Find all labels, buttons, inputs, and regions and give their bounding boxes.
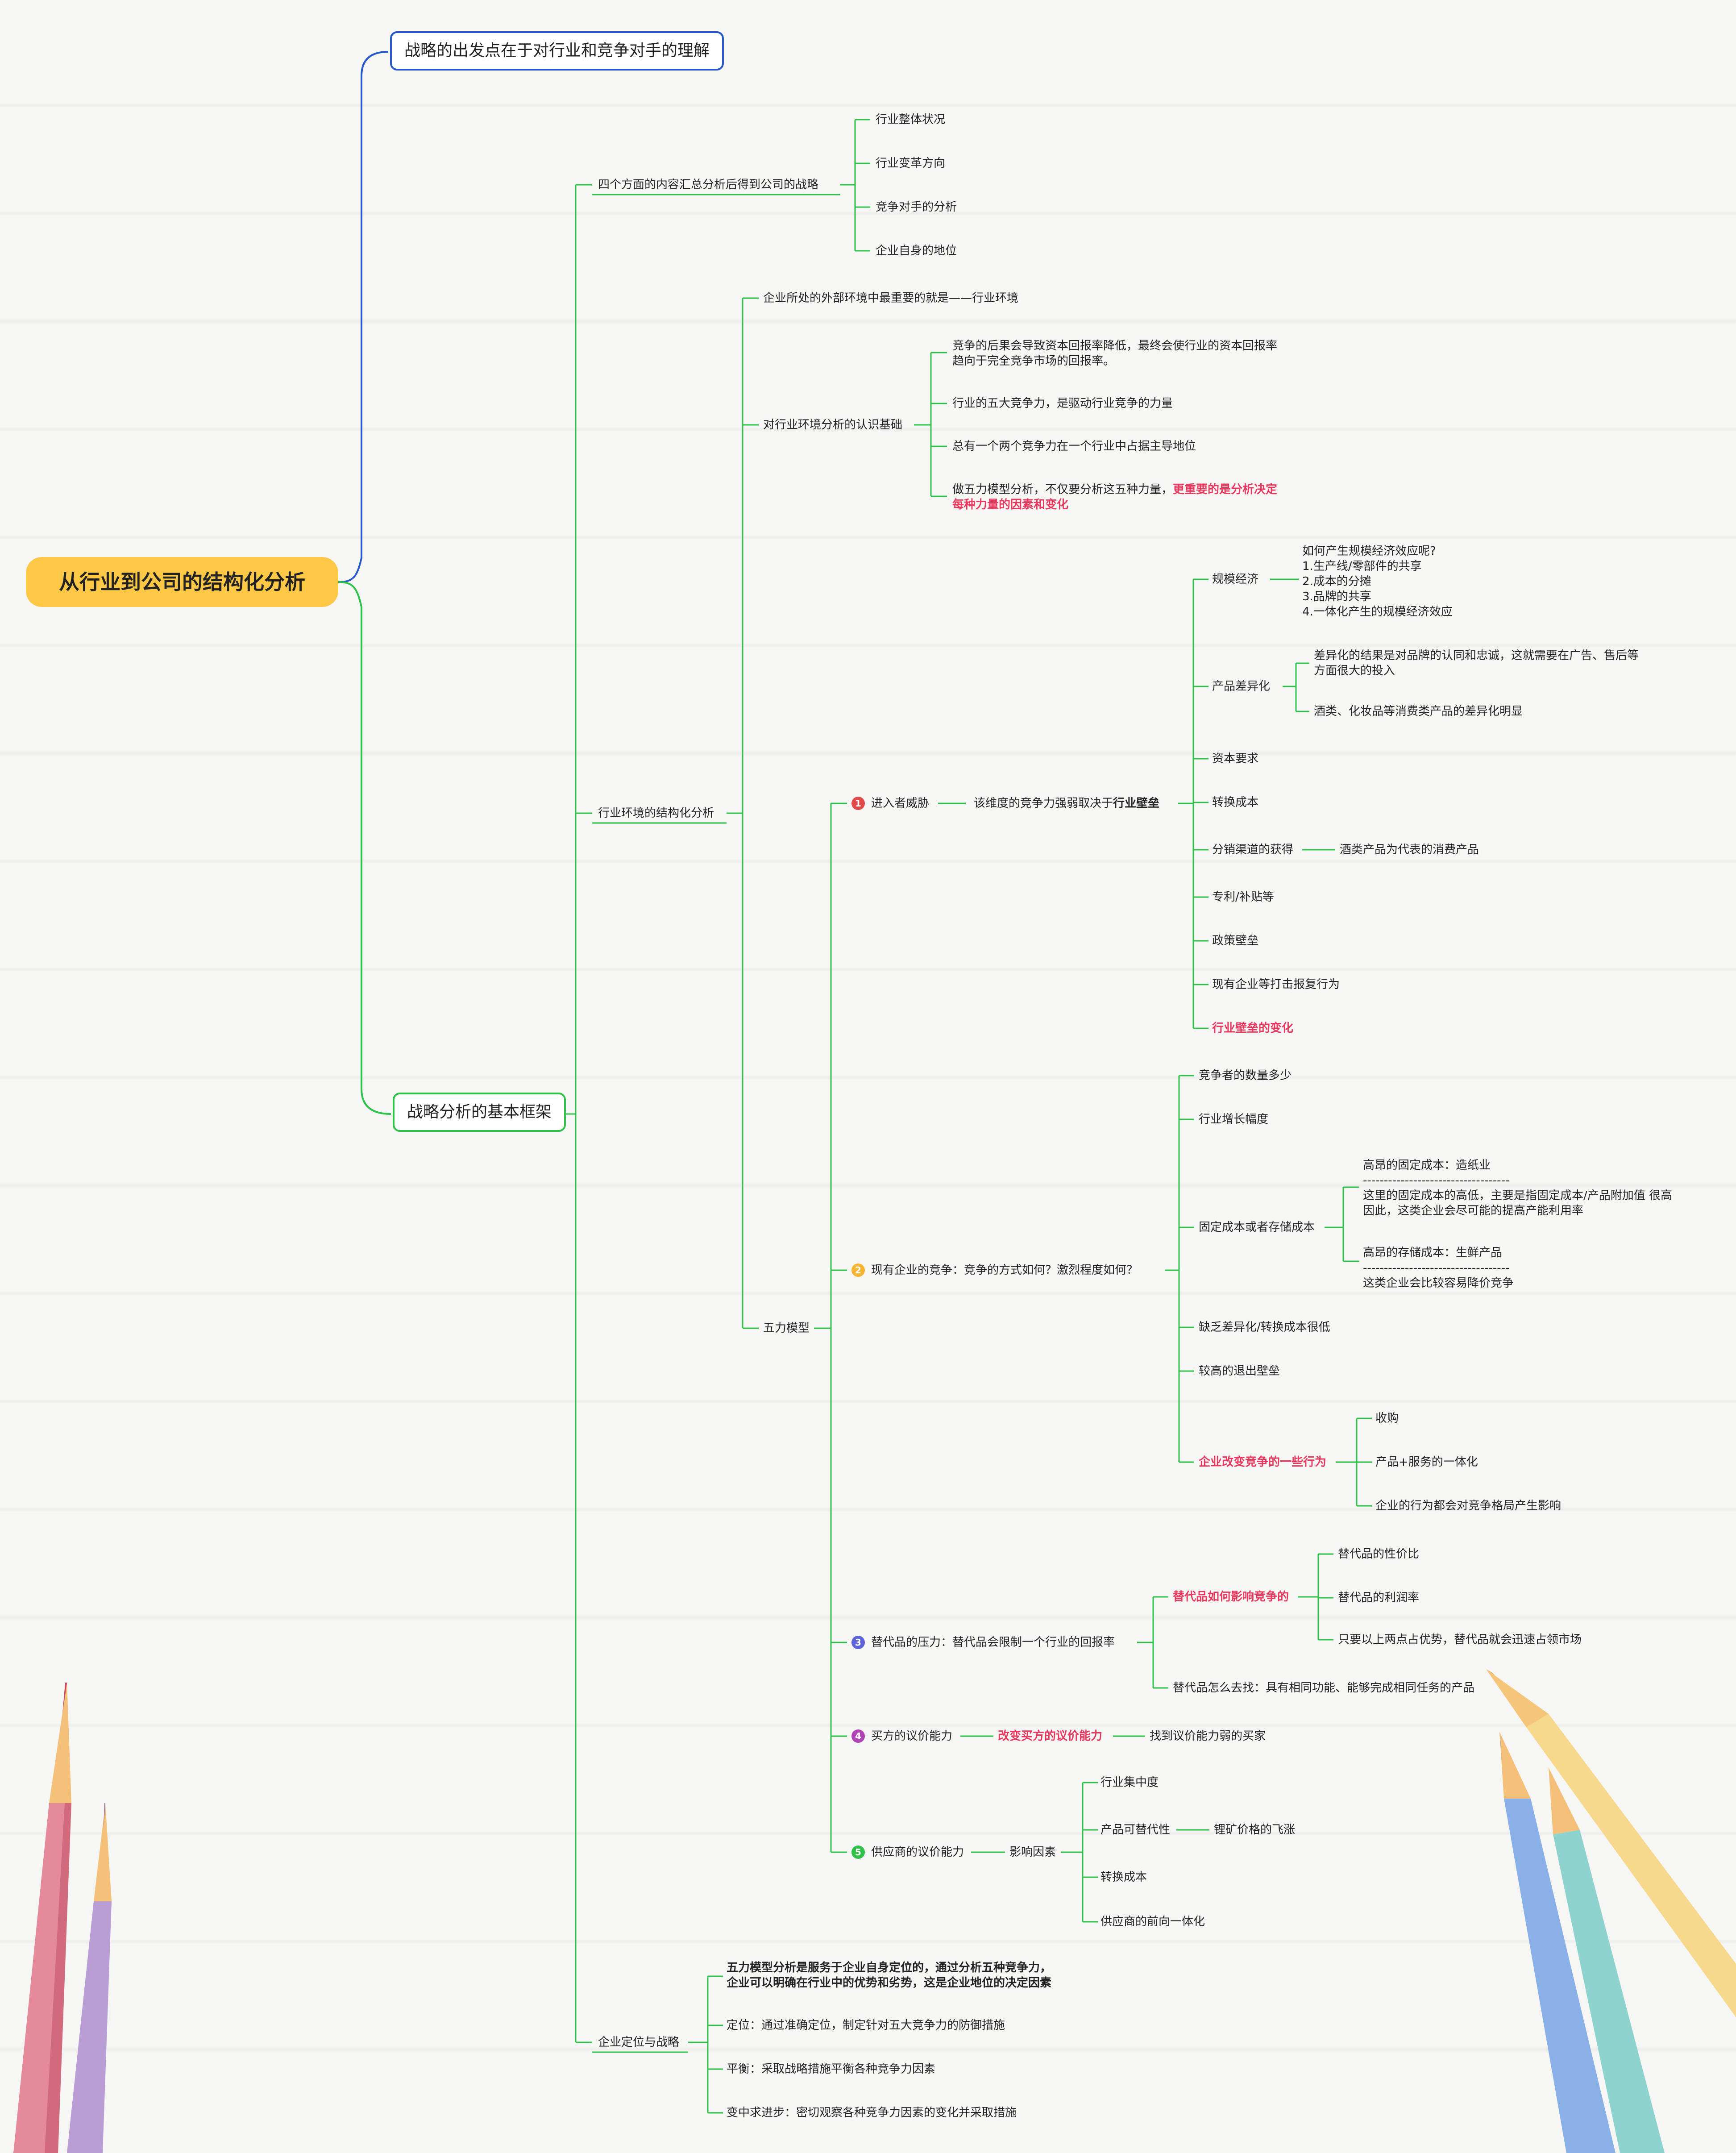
pencil-decoration-left [13,1683,112,2153]
node-fixed-storage-cost[interactable]: 固定成本或者存储成本 [1199,1221,1315,1234]
node-concentration[interactable]: 行业集中度 [1101,1776,1159,1789]
node-industry-structure[interactable]: 行业环境的结构化分析 [598,806,714,820]
node-fixed-cost-detail[interactable]: 高昂的固定成本：造纸业 ----------------------------… [1363,1159,1673,1218]
number-badge-5: 5 [851,1845,865,1859]
node-basis-five-forces[interactable]: 行业的五大竞争力，是驱动行业竞争的力量 [952,397,1173,410]
node-scale-detail[interactable]: 如何产生规模经济效应呢? 1.生产线/零部件的共享 2.成本的分摊 3.品牌的共… [1302,544,1453,619]
node-storage-cost-detail[interactable]: 高昂的存储成本：生鲜产品 ---------------------------… [1363,1246,1514,1290]
number-badge-4: 4 [851,1729,865,1743]
node-substitute-margin[interactable]: 替代品的利润率 [1338,1591,1420,1604]
node-competitor-count[interactable]: 竞争者的数量多少 [1199,1069,1292,1082]
node-product-service[interactable]: 产品+服务的一体化 [1375,1455,1478,1469]
node-industry-overall[interactable]: 行业整体状况 [876,113,946,126]
node-capital-requirement[interactable]: 资本要求 [1212,752,1259,765]
number-badge-1: 1 [851,797,865,810]
node-industry-change[interactable]: 行业变革方向 [876,157,946,170]
node-competitor-analysis[interactable]: 竞争对手的分析 [876,200,957,214]
node-substitute-advantage[interactable]: 只要以上两点占优势，替代品就会迅速占领市场 [1338,1633,1582,1646]
node-entrant-threat[interactable]: 进入者威胁 [871,797,930,810]
node-supplier-switching[interactable]: 转换成本 [1101,1870,1147,1884]
node-four-aspects[interactable]: 四个方面的内容汇总分析后得到公司的战略 [598,178,819,191]
node-acquisition[interactable]: 收购 [1375,1412,1399,1425]
branch-strategy-framework[interactable]: 战略分析的基本框架 [393,1093,566,1132]
number-badge-3: 3 [851,1636,865,1649]
node-substitute-how[interactable]: 替代品如何影响竞争的 [1173,1590,1289,1604]
node-supplier-power[interactable]: 供应商的议价能力 [871,1845,964,1859]
node-product-differentiation[interactable]: 产品差异化 [1212,680,1271,693]
node-basis-dominant[interactable]: 总有一个两个竞争力在一个行业中占据主导地位 [952,440,1196,453]
node-existing-competition[interactable]: 现有企业的竞争：竞争的方式如何？激烈程度如何？ [871,1264,1138,1277]
node-exit-barrier[interactable]: 较高的退出壁垒 [1199,1364,1280,1378]
node-substitutability[interactable]: 产品可替代性 [1101,1823,1171,1837]
node-competition-actions[interactable]: 企业改变竞争的一些行为 [1199,1455,1327,1469]
node-self-position[interactable]: 企业自身的地位 [876,244,957,258]
node-industry-growth[interactable]: 行业增长幅度 [1199,1113,1269,1126]
node-positioning[interactable]: 企业定位与战略 [598,2036,680,2049]
node-barrier-change[interactable]: 行业壁垒的变化 [1212,1022,1294,1035]
node-switching-cost[interactable]: 转换成本 [1212,796,1259,809]
node-positioning-summary[interactable]: 五力模型分析是服务于企业自身定位的，通过分析五种竞争力， 企业可以明确在行业中的… [727,1961,1052,1990]
node-buyer-power[interactable]: 买方的议价能力 [871,1729,953,1743]
node-substitute-value[interactable]: 替代品的性价比 [1338,1547,1420,1561]
number-badge-2: 2 [851,1264,865,1277]
node-action-impact[interactable]: 企业的行为都会对竞争格局产生影响 [1375,1499,1562,1513]
node-five-forces[interactable]: 五力模型 [763,1322,810,1335]
node-diff-example[interactable]: 酒类、化妆品等消费类产品的差异化明显 [1314,705,1523,718]
node-lithium-price[interactable]: 锂矿价格的飞涨 [1214,1823,1296,1837]
branch-strategy-starting-point[interactable]: 战略的出发点在于对行业和竞争对手的理解 [390,31,724,71]
node-patent-subsidy[interactable]: 专利/补贴等 [1212,890,1274,904]
node-weak-buyer[interactable]: 找到议价能力弱的买家 [1150,1729,1266,1743]
node-channel-example[interactable]: 酒类产品为代表的消费产品 [1340,843,1479,856]
node-forward-integration[interactable]: 供应商的前向一体化 [1101,1915,1205,1929]
node-scale-economy[interactable]: 规模经济 [1212,573,1259,586]
node-substitute-find[interactable]: 替代品怎么去找：具有相同功能、能够完成相同任务的产品 [1173,1681,1475,1695]
node-positioning-define[interactable]: 定位：通过准确定位，制定针对五大竞争力的防御措施 [727,2019,1005,2032]
node-basis-analysis[interactable]: 做五力模型分析，不仅要分析这五种力量，更重要的是分析决定 每种力量的因素和变化 [952,483,1278,511]
node-lack-differentiation[interactable]: 缺乏差异化/转换成本很低 [1199,1321,1330,1334]
node-positioning-balance[interactable]: 平衡：采取战略措施平衡各种竞争力因素 [727,2062,936,2076]
node-positioning-progress[interactable]: 变中求进步：密切观察各种竞争力因素的变化并采取措施 [727,2106,1017,2120]
pencil-decoration-right [1486,1669,1736,2153]
node-external-environment[interactable]: 企业所处的外部环境中最重要的就是——行业环境 [763,291,1019,305]
root-node[interactable]: 从行业到公司的结构化分析 [26,557,338,607]
node-substitute-pressure[interactable]: 替代品的压力：替代品会限制一个行业的回报率 [871,1636,1115,1649]
node-change-buyer-power[interactable]: 改变买方的议价能力 [998,1729,1103,1743]
link-root-branch2 [338,581,391,1115]
node-retaliation[interactable]: 现有企业等打击报复行为 [1212,978,1340,991]
node-policy-barrier[interactable]: 政策壁垒 [1212,934,1259,948]
node-distribution-channel[interactable]: 分销渠道的获得 [1212,843,1294,856]
node-entry-barrier[interactable]: 该维度的竞争力强弱取决于行业壁垒 [974,797,1160,810]
node-analysis-basis[interactable]: 对行业环境分析的认识基础 [763,418,903,432]
node-diff-detail[interactable]: 差异化的结果是对品牌的认同和忠诚，这就需要在广告、售后等 方面很大的投入 [1314,649,1639,677]
node-influence-factors[interactable]: 影响因素 [1009,1845,1056,1859]
link-root-branch1 [338,51,389,583]
node-basis-return[interactable]: 竞争的后果会导致资本回报率降低，最终会使行业的资本回报率 趋向于完全竞争市场的回… [952,339,1278,368]
